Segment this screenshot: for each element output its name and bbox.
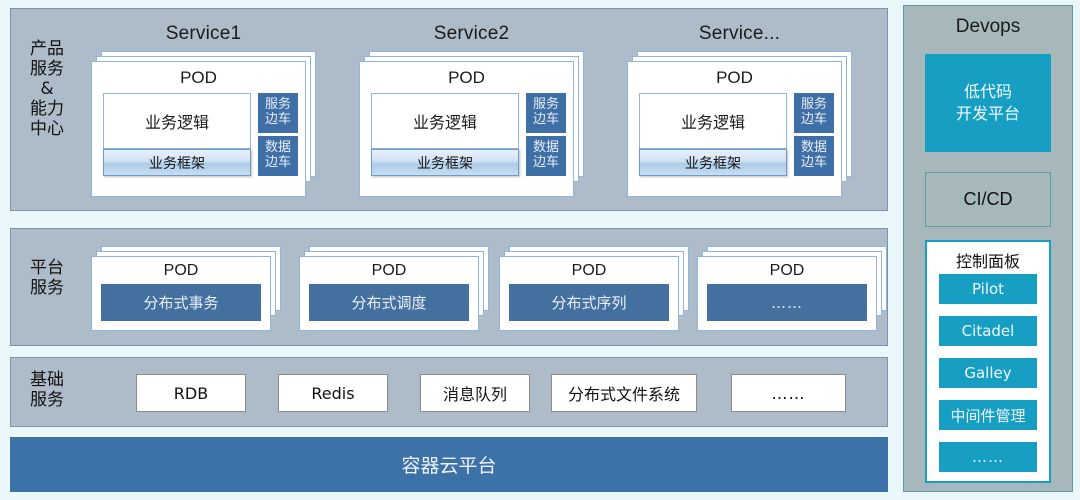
- sidecar-line: 数据: [532, 140, 559, 156]
- cicd-box[interactable]: CI/CD: [925, 172, 1051, 227]
- platform-pod-stack-3[interactable]: POD 分布式序列: [499, 246, 689, 331]
- platform-pod-stack-4[interactable]: POD ……: [697, 246, 887, 331]
- data-sidecar-box[interactable]: 数据 边车: [794, 136, 834, 176]
- label-line: 服务: [30, 390, 64, 411]
- infra-item-message-queue[interactable]: 消息队列: [420, 374, 530, 412]
- service-sidecar-box[interactable]: 服务 边车: [258, 93, 298, 133]
- pod-card[interactable]: POD 业务逻辑 业务框架 服务 边车 数据 边车: [627, 61, 842, 197]
- business-framework-box[interactable]: 业务框架: [103, 149, 251, 176]
- lowcode-line: 低代码: [963, 82, 1012, 102]
- platform-service-name[interactable]: ……: [707, 284, 867, 321]
- pod-card[interactable]: POD 业务逻辑 业务框架 服务 边车 数据 边车: [359, 61, 574, 197]
- infra-item-distributed-file-system[interactable]: 分布式文件系统: [551, 374, 697, 412]
- sidecar-line: 边车: [800, 155, 827, 170]
- label-line: 平台: [30, 258, 64, 278]
- pod-title: POD: [571, 262, 607, 279]
- pod-card[interactable]: POD 分布式事务: [91, 256, 271, 331]
- pod-title: POD: [716, 68, 753, 87]
- sidecar-line: 边车: [532, 112, 559, 127]
- data-sidecar-box[interactable]: 数据 边车: [526, 136, 566, 176]
- service-sidecar-box[interactable]: 服务 边车: [526, 93, 566, 133]
- service-pod-stack-1[interactable]: POD 业务逻辑 业务框架 服务 边车 数据 边车: [91, 51, 316, 197]
- business-logic-box[interactable]: 业务逻辑: [371, 93, 519, 149]
- label-line: 能力: [30, 99, 64, 120]
- control-panel-button-middleware-management[interactable]: 中间件管理: [939, 400, 1037, 430]
- sidecar-line: 数据: [800, 140, 827, 156]
- business-framework-box[interactable]: 业务框架: [639, 149, 787, 176]
- pod-title: POD: [180, 68, 217, 87]
- control-panel-button-galley[interactable]: Galley: [939, 358, 1037, 388]
- business-logic-box[interactable]: 业务逻辑: [639, 93, 787, 149]
- devops-title: Devops: [955, 16, 1021, 37]
- lowcode-platform-box[interactable]: 低代码 开发平台: [925, 54, 1051, 152]
- sidecar-line: 服务: [264, 97, 291, 113]
- control-panel-box: 控制面板 Pilot Citadel Galley 中间件管理 ……: [925, 240, 1051, 483]
- platform-service-name[interactable]: 分布式事务: [101, 284, 261, 321]
- pod-title: POD: [371, 262, 407, 279]
- business-logic-box[interactable]: 业务逻辑: [103, 93, 251, 149]
- pod-card[interactable]: POD 分布式序列: [499, 256, 679, 331]
- business-framework-box[interactable]: 业务框架: [371, 149, 519, 176]
- service-pod-stack-3[interactable]: POD 业务逻辑 业务框架 服务 边车 数据 边车: [627, 51, 852, 197]
- layer-product-service: 产品 服务 & 能力 中心 Service1 POD 业务逻辑 业务框架 服务 …: [10, 8, 888, 211]
- platform-service-name[interactable]: 分布式调度: [309, 284, 469, 321]
- label-line: 服务: [30, 278, 64, 299]
- service-title-3: Service...: [698, 23, 781, 44]
- sidecar-line: 服务: [532, 97, 559, 113]
- platform-pod-stack-1[interactable]: POD 分布式事务: [91, 246, 281, 331]
- sidecar-line: 边车: [264, 155, 291, 170]
- layer-infrastructure-label: 基础 服务: [19, 370, 75, 410]
- layer-platform-service: 平台 服务 POD 分布式事务 POD 分布式调度 POD 分布式序列: [10, 228, 888, 346]
- infra-item-more[interactable]: ……: [731, 374, 846, 412]
- control-panel-button-pilot[interactable]: Pilot: [939, 274, 1037, 304]
- sidecar-line: 边车: [264, 112, 291, 127]
- sidecar-line: 服务: [800, 97, 827, 113]
- platform-service-name[interactable]: 分布式序列: [509, 284, 669, 321]
- control-panel-button-citadel[interactable]: Citadel: [939, 316, 1037, 346]
- infra-item-redis[interactable]: Redis: [278, 374, 388, 412]
- service-sidecar-box[interactable]: 服务 边车: [794, 93, 834, 133]
- label-line: 中心: [30, 119, 64, 140]
- label-line: 产品: [30, 39, 64, 59]
- control-panel-title: 控制面板: [955, 252, 1020, 271]
- data-sidecar-box[interactable]: 数据 边车: [258, 136, 298, 176]
- platform-pod-stack-2[interactable]: POD 分布式调度: [299, 246, 489, 331]
- service-pod-stack-2[interactable]: POD 业务逻辑 业务框架 服务 边车 数据 边车: [359, 51, 584, 197]
- label-line: 服务: [30, 59, 64, 80]
- layer-platform-service-label: 平台 服务: [19, 258, 75, 298]
- lowcode-line: 开发平台: [955, 104, 1020, 123]
- layer-product-service-label: 产品 服务 & 能力 中心: [19, 39, 75, 139]
- service-title-2: Service2: [433, 23, 510, 44]
- pod-card[interactable]: POD ……: [697, 256, 877, 331]
- business-column: 业务逻辑 业务框架: [371, 93, 519, 176]
- control-panel-button-more[interactable]: ……: [939, 442, 1037, 472]
- pod-title: POD: [448, 68, 485, 87]
- pod-card[interactable]: POD 业务逻辑 业务框架 服务 边车 数据 边车: [91, 61, 306, 197]
- business-column: 业务逻辑 业务框架: [103, 93, 251, 176]
- devops-panel: Devops 低代码 开发平台 CI/CD 控制面板 Pilot Citadel…: [903, 5, 1073, 492]
- business-column: 业务逻辑 业务框架: [639, 93, 787, 176]
- label-line: &: [40, 79, 54, 100]
- container-cloud-platform-bar[interactable]: 容器云平台: [10, 437, 888, 492]
- infra-item-rdb[interactable]: RDB: [136, 374, 246, 412]
- service-title-1: Service1: [165, 23, 242, 44]
- sidecar-line: 边车: [532, 155, 559, 170]
- pod-title: POD: [163, 262, 199, 279]
- pod-card[interactable]: POD 分布式调度: [299, 256, 479, 331]
- label-line: 基础: [30, 370, 64, 390]
- layer-infrastructure: 基础 服务 RDB Redis 消息队列 分布式文件系统 ……: [10, 357, 888, 427]
- sidecar-line: 数据: [264, 140, 291, 156]
- pod-title: POD: [769, 262, 805, 279]
- sidecar-line: 边车: [800, 112, 827, 127]
